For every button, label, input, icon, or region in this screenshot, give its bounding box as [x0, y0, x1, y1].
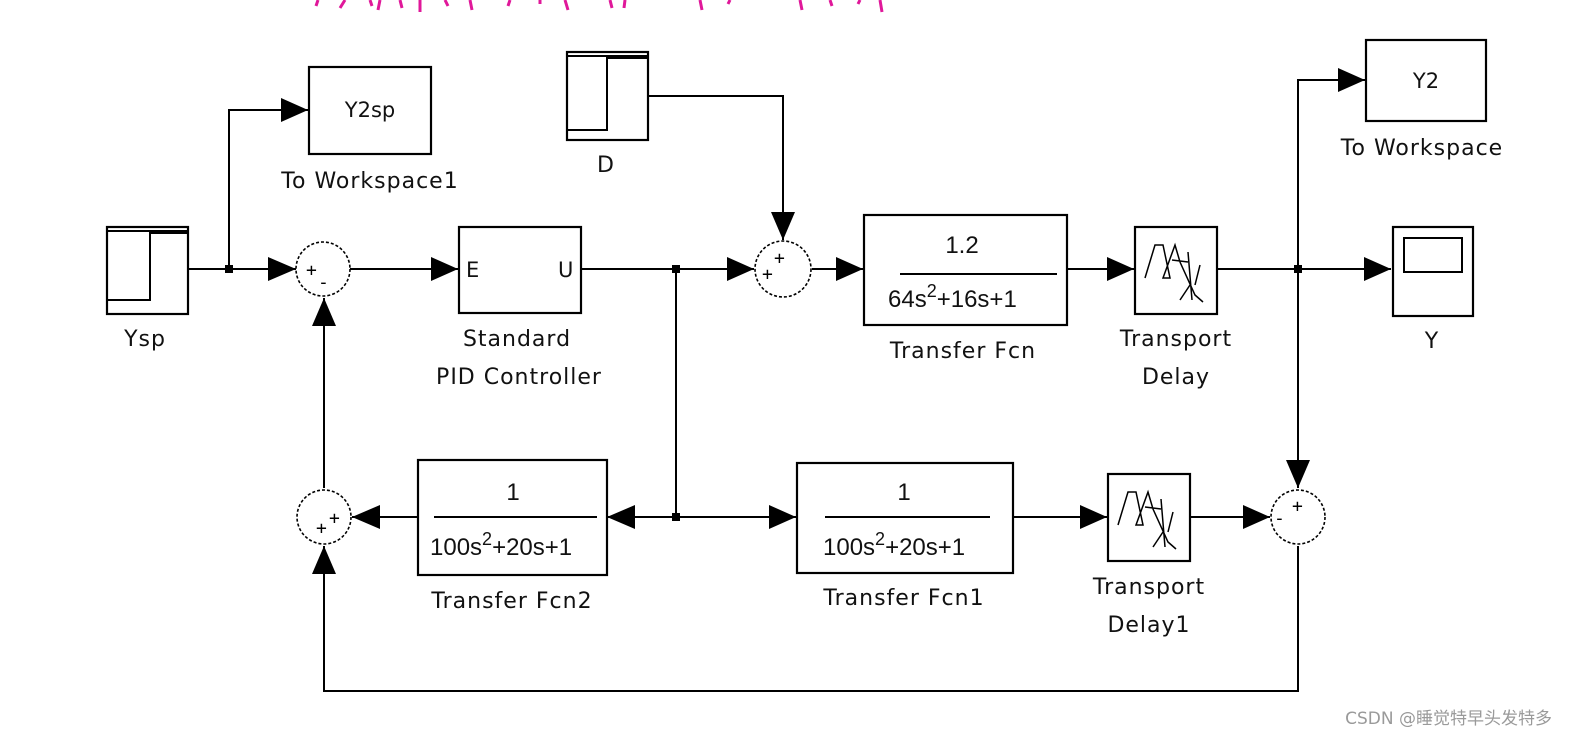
label-delay-line2: Delay [1142, 365, 1210, 390]
scope-screen-icon [1403, 237, 1463, 273]
arrow-to-delay [1107, 257, 1134, 281]
sign-minus-left: - [1274, 508, 1285, 529]
branch-point-u-lower [672, 513, 680, 521]
branch-point-u [672, 265, 680, 273]
block-ysp-step[interactable]: Ysp [105, 225, 190, 352]
arrow-to-sum-feedback [352, 505, 380, 529]
sign-plus-left: + [762, 264, 773, 285]
block-to-workspace1[interactable]: Y2sp To Workspace1 [280, 65, 458, 194]
arrow-to-tf1 [769, 505, 796, 529]
port-e: E [466, 258, 479, 282]
cropped-title-fragment [314, 0, 884, 13]
delay-waveform-icon [1144, 242, 1204, 303]
label-delay1-line1: Transport [1092, 575, 1205, 600]
label-transfer-fcn: Transfer Fcn [889, 339, 1036, 364]
sum-disturbance[interactable]: + + [754, 240, 812, 298]
label-ysp: Ysp [123, 327, 166, 352]
label-scope-y: Y [1424, 329, 1439, 354]
sum-feedback[interactable]: + + [296, 489, 352, 545]
arrow-to-pid [431, 257, 458, 281]
tf2-numerator: 1 [506, 479, 519, 506]
sign-plus-bottom: + [316, 518, 327, 539]
tf-numerator: 1.2 [945, 232, 978, 259]
block-to-workspace[interactable]: Y2 To Workspace [1340, 38, 1503, 161]
arrow-d-to-sum [771, 212, 795, 240]
sign-plus-top: + [1292, 496, 1303, 517]
block-scope-y[interactable]: Y [1391, 225, 1475, 354]
arrow-to-tf [836, 257, 863, 281]
tf1-numerator: 1 [897, 479, 910, 506]
port-u: U [558, 258, 573, 282]
label-pid-line2: PID Controller [436, 365, 602, 390]
sign-plus: + [306, 260, 317, 281]
label-to-workspace1: To Workspace1 [280, 169, 458, 194]
label-pid-line1: Standard [463, 327, 571, 352]
tf2-denominator: 100s2+20s+1 [430, 529, 572, 561]
arrow-to-scope [1364, 257, 1391, 281]
arrow-to-sum-error [268, 257, 296, 281]
arrow-to-y2sp [281, 98, 308, 122]
sum-error[interactable]: + - [295, 241, 351, 297]
label-transfer-fcn1: Transfer Fcn1 [822, 586, 984, 611]
variable-y2sp: Y2sp [344, 98, 395, 122]
block-transfer-fcn[interactable]: 1.2 64s2+16s+1 Transfer Fcn [862, 213, 1069, 364]
tf1-denominator: 100s2+20s+1 [823, 529, 965, 561]
branch-point-ysp [225, 265, 233, 273]
block-standard-pid-controller[interactable]: E U Standard PID Controller [436, 225, 602, 390]
block-transport-delay[interactable]: Transport Delay [1119, 225, 1232, 390]
arrowheads [268, 68, 1391, 574]
sign-plus-right: + [329, 508, 340, 529]
arrow-to-tf2 [607, 505, 635, 529]
watermark: CSDN @睡觉特早头发特多 [1345, 709, 1552, 729]
branch-points [225, 265, 1302, 521]
label-delay1-line2: Delay1 [1107, 613, 1190, 638]
delay-waveform-icon [1117, 489, 1177, 550]
arrow-to-sum-model-error [1243, 505, 1270, 529]
label-d: D [597, 153, 615, 178]
step-icon [107, 230, 188, 301]
label-delay-line1: Transport [1119, 327, 1232, 352]
tf-denominator: 64s2+16s+1 [888, 281, 1017, 313]
block-d-step[interactable]: D [565, 50, 650, 178]
arrow-to-sum-disturbance [727, 257, 754, 281]
arrow-to-delay1 [1080, 505, 1107, 529]
arrow-to-sum-model-error-top [1286, 460, 1310, 488]
arrow-loop-to-sum-feedback [312, 546, 336, 574]
arrow-feedback-to-sum-error [312, 298, 336, 326]
sum-model-error[interactable]: + - [1270, 489, 1326, 545]
branch-point-y [1294, 265, 1302, 273]
sign-minus: - [318, 272, 329, 293]
variable-y2: Y2 [1412, 69, 1439, 93]
step-icon [567, 55, 648, 131]
block-transfer-fcn2[interactable]: 1 100s2+20s+1 Transfer Fcn2 [416, 458, 609, 614]
arrow-to-y2 [1338, 68, 1365, 92]
sign-plus-top: + [774, 248, 785, 269]
block-transfer-fcn1[interactable]: 1 100s2+20s+1 Transfer Fcn1 [795, 461, 1015, 611]
label-transfer-fcn2: Transfer Fcn2 [430, 589, 592, 614]
label-to-workspace: To Workspace [1340, 136, 1503, 161]
block-transport-delay1[interactable]: Transport Delay1 [1092, 472, 1205, 638]
